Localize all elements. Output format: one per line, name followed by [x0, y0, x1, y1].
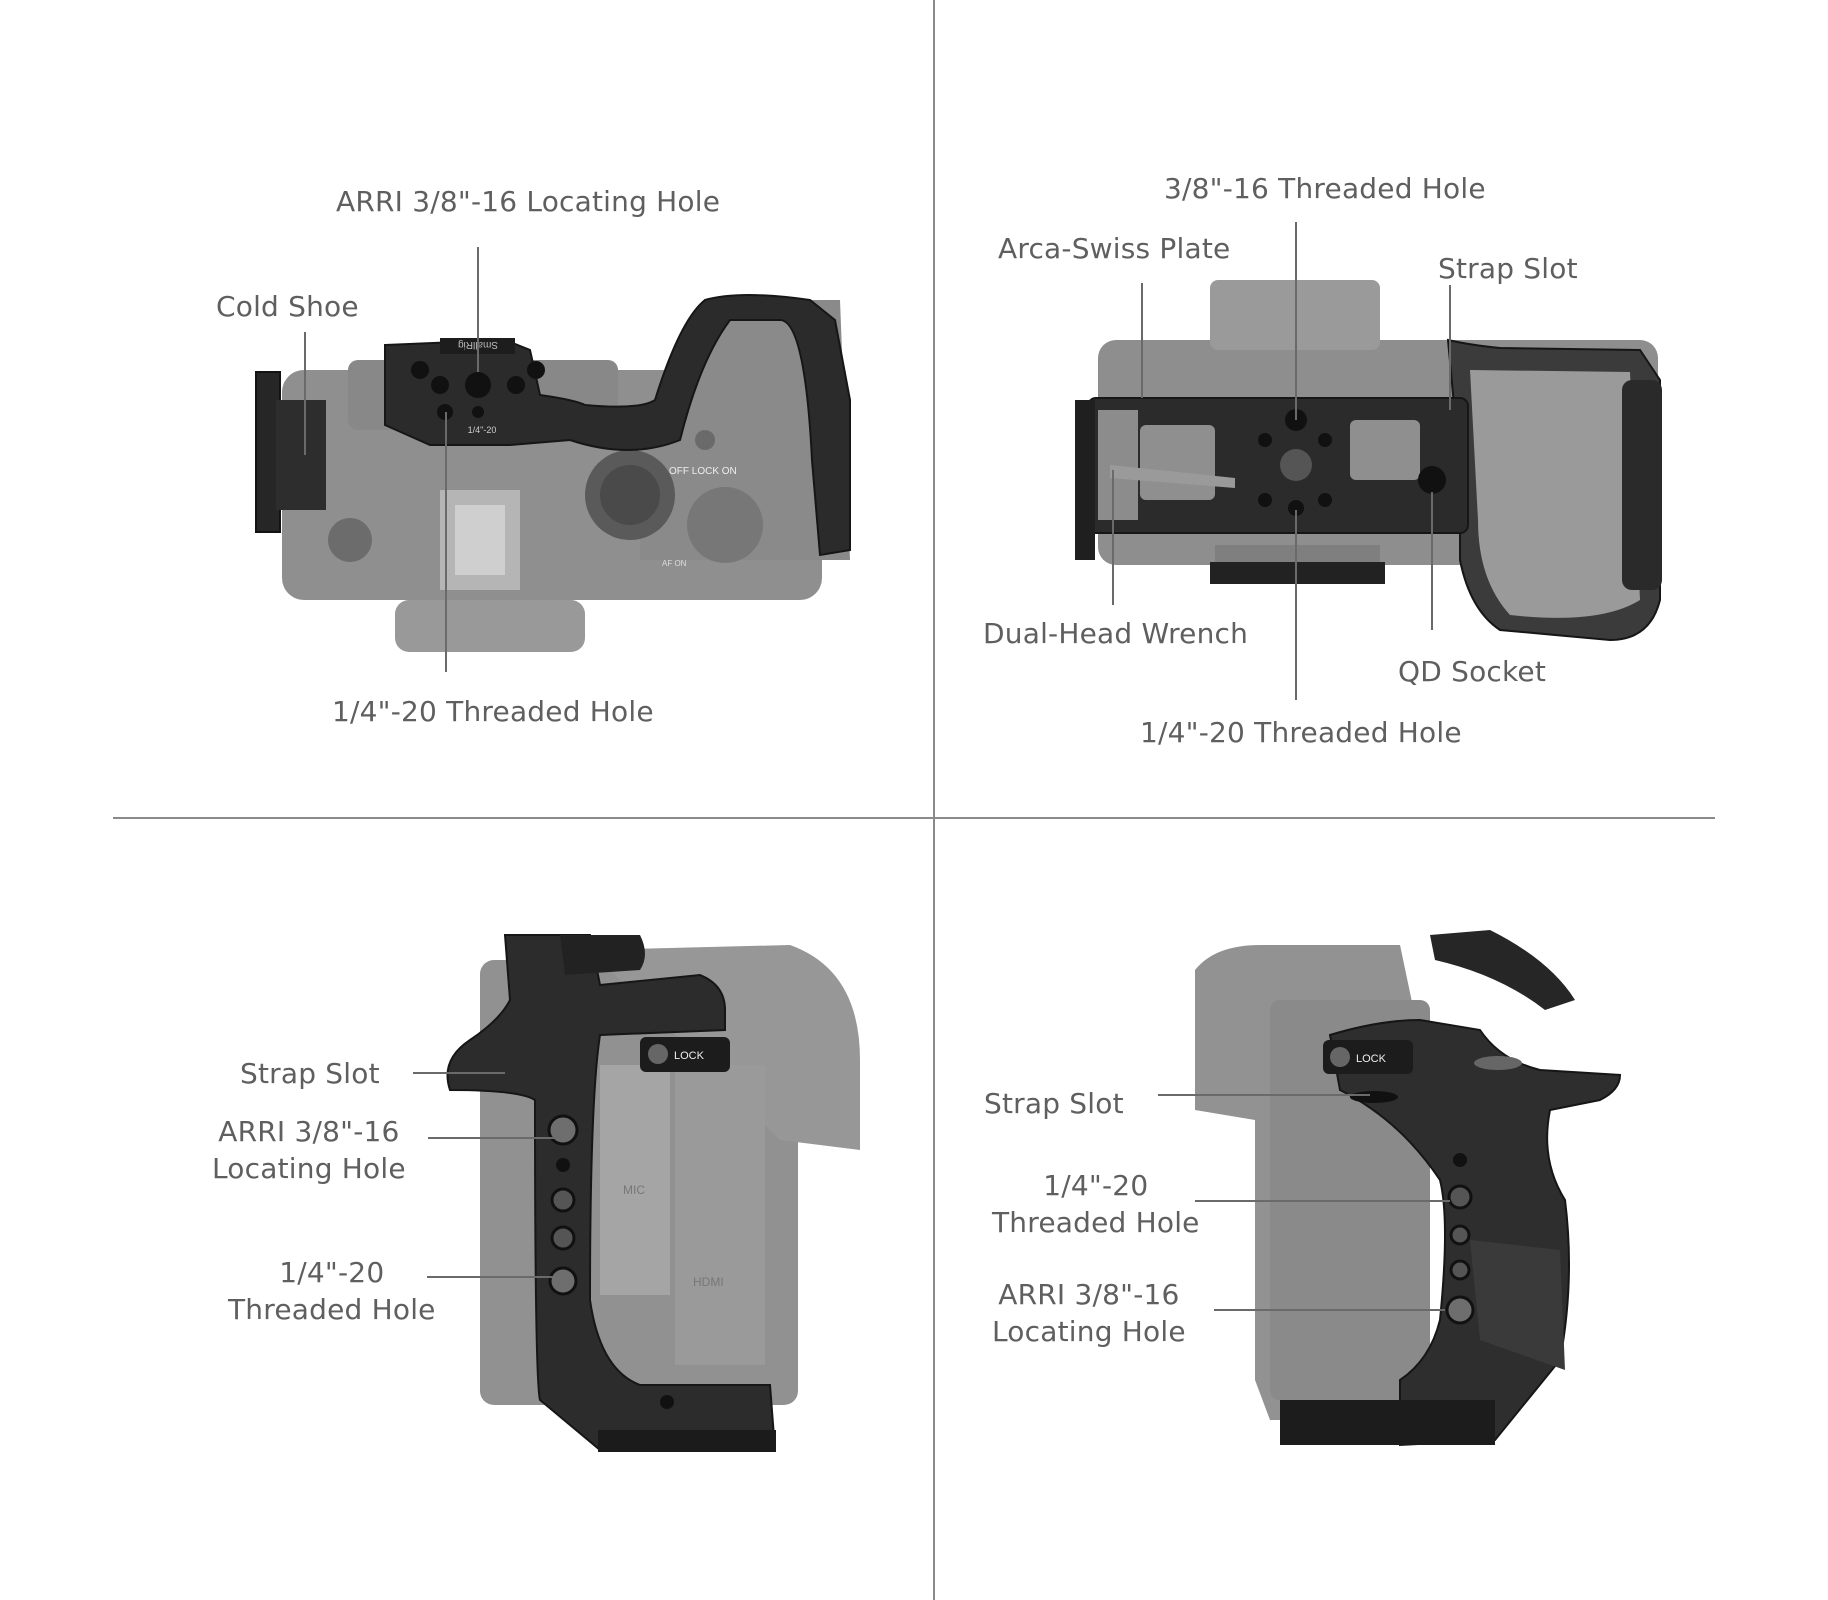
horizontal-divider: [113, 817, 1715, 819]
label-line: Threaded Hole: [228, 1293, 436, 1326]
label-threaded-hole: 1/4"-20 Threaded Hole: [228, 1254, 436, 1328]
arri-hole: [1445, 1295, 1475, 1325]
label-line: Threaded Hole: [992, 1206, 1200, 1239]
label-line: Locating Hole: [992, 1315, 1186, 1348]
port-hdmi-label: HDMI: [693, 1275, 724, 1289]
hole: [507, 376, 525, 394]
label-strap-slot: Strap Slot: [240, 1057, 380, 1090]
wrench-slot: [1098, 410, 1138, 520]
cage-base: [598, 1430, 776, 1452]
lock-screw: [1330, 1047, 1350, 1067]
label-line: ARRI 3/8"-16: [998, 1278, 1180, 1311]
label-line: 1/4"-20: [279, 1256, 385, 1289]
engraving-thread: 1/4"-20: [468, 425, 497, 435]
wrench: [1110, 465, 1235, 488]
vertical-divider: [933, 0, 935, 1600]
camera-cage-top-view-icon: SmallRig 1/4"-20 OFF LOCK ON AF ON: [255, 247, 851, 672]
label-cold-shoe: Cold Shoe: [216, 290, 359, 323]
viewfinder-eyecup: [395, 600, 585, 652]
port-door: [675, 1065, 765, 1365]
label-strap-slot: Strap Slot: [1438, 252, 1578, 285]
hole: [550, 1187, 576, 1213]
camera-af-label: AF ON: [662, 559, 687, 568]
label-arri-hole: ARRI 3/8"-16 Locating Hole: [992, 1276, 1186, 1350]
lock-screw: [648, 1044, 668, 1064]
label-line: 1/4"-20: [1043, 1169, 1149, 1202]
plate-side-clamp: [1075, 400, 1095, 560]
hole: [1449, 1224, 1471, 1246]
grip-side: [1622, 380, 1662, 590]
hole: [1453, 1153, 1467, 1167]
qd-socket: [1418, 466, 1446, 494]
label-threaded-hole-38: 3/8"-16 Threaded Hole: [1164, 172, 1486, 205]
plate-bottom-rail: [1210, 562, 1385, 584]
hole: [1318, 433, 1332, 447]
label-threaded-hole-14: 1/4"-20 Threaded Hole: [1140, 716, 1462, 749]
cage-top-frame: [384, 294, 851, 557]
port-mic-label: MIC: [623, 1183, 645, 1197]
hole-14: [1288, 500, 1304, 516]
hole: [1449, 1259, 1471, 1281]
cage-top-arm: [1430, 930, 1575, 1010]
label-wrench: Dual-Head Wrench: [983, 617, 1249, 650]
camera-cage-bottom-view-icon: [1075, 222, 1662, 700]
cage-side-bracket: [276, 400, 326, 510]
hole: [550, 1225, 576, 1251]
lock-label: LOCK: [674, 1050, 705, 1062]
camera-switch-label: OFF LOCK ON: [669, 466, 737, 477]
small-dial: [328, 518, 372, 562]
hole: [527, 361, 545, 379]
label-strap-slot: Strap Slot: [984, 1087, 1124, 1120]
label-arri-hole: ARRI 3/8"-16 Locating Hole: [212, 1113, 406, 1187]
hole: [1258, 493, 1272, 507]
hole: [431, 376, 449, 394]
hole: [411, 361, 429, 379]
label-threaded-hole: 1/4"-20 Threaded Hole: [332, 695, 654, 728]
label-arri-hole: ARRI 3/8"-16 Locating Hole: [336, 185, 721, 218]
cage-base: [1280, 1400, 1495, 1445]
center-screw: [1280, 449, 1312, 481]
arri-hole: [465, 372, 491, 398]
arri-hole: [547, 1114, 579, 1146]
hole: [472, 406, 484, 418]
label-line: Locating Hole: [212, 1152, 406, 1185]
camera-cage-left-side-view-icon: MIC HDMI LOCK: [413, 934, 860, 1452]
grip-texture: [1470, 1240, 1565, 1370]
label-arca-plate: Arca-Swiss Plate: [998, 232, 1231, 265]
hole: [660, 1395, 674, 1409]
mode-dial-center: [600, 465, 660, 525]
strap-slot-hole: [1474, 1056, 1522, 1070]
label-threaded-hole: 1/4"-20 Threaded Hole: [992, 1167, 1200, 1241]
hole: [1318, 493, 1332, 507]
cage-side-frame: [446, 934, 777, 1451]
hot-shoe-inner: [455, 505, 505, 575]
label-line: ARRI 3/8"-16: [218, 1115, 400, 1148]
grip-window: [1470, 370, 1640, 618]
button-dot: [695, 430, 715, 450]
strap-slot-hole: [1350, 1091, 1398, 1103]
hole: [1258, 433, 1272, 447]
lock-block: [1323, 1040, 1413, 1074]
cage-top-arm: [560, 935, 645, 975]
threaded-hole: [1447, 1184, 1473, 1210]
lock-label: LOCK: [1356, 1053, 1387, 1065]
label-qd-socket: QD Socket: [1398, 655, 1547, 688]
lock-knob: [687, 487, 763, 563]
hole: [556, 1158, 570, 1172]
threaded-hole: [548, 1266, 578, 1296]
port-door: [600, 1065, 670, 1295]
plate-window: [1350, 420, 1420, 480]
